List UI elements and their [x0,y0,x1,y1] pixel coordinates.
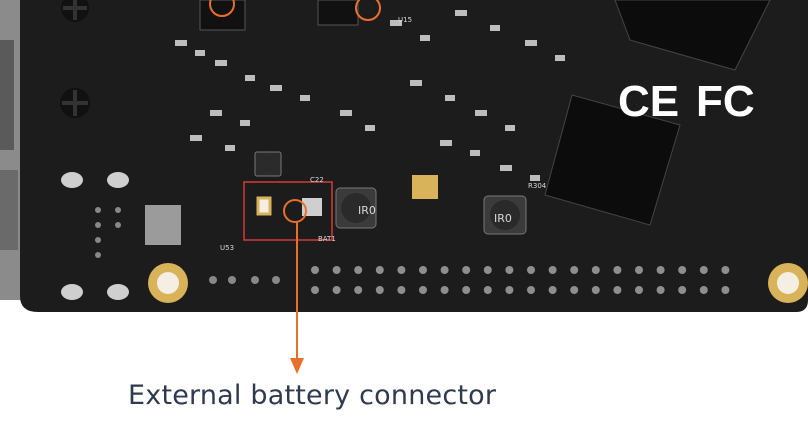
header-pin [635,286,643,294]
header-pin [397,286,406,294]
screw-middle [60,88,90,118]
header-pin [311,266,319,274]
header-pin [678,266,687,274]
header-pin [570,286,579,294]
ref-u53-label: U53 [220,244,234,252]
battery-connector-marker [283,199,307,223]
header-pin [721,286,730,294]
header-pin [699,286,708,294]
header-pin [440,286,449,294]
header-pin [354,286,363,294]
battery-connector-pad [256,196,272,216]
header-pin [656,266,665,274]
memory-chip-top [614,0,771,71]
header-pin [419,266,427,274]
callout-arrowhead [290,358,304,374]
header-pin [613,286,622,294]
header-pin [462,266,471,274]
header-pin [483,286,492,294]
header-pin [678,286,687,294]
header-pin [375,286,384,294]
header-pin [613,266,622,274]
component-cluster [145,10,565,245]
fc-mark: FC [696,77,755,126]
mounting-hole-left [148,263,188,303]
battery-connector-highlight-box [243,181,333,241]
header-pin [570,266,579,274]
inductor-left [335,187,377,229]
header-pin [505,286,514,294]
header-pin [397,266,406,274]
header-pin [699,266,708,274]
inductor-right [483,195,527,235]
header-pin [548,286,557,294]
header-pin [440,266,449,274]
ref-bat-label: BAT1 [318,235,336,243]
header-pin [548,266,557,274]
mounting-hole-right [768,263,808,303]
header-pin [483,266,492,274]
header-pin [419,286,427,294]
screw-top [61,0,89,22]
header-pin [656,286,665,294]
pin-header [311,266,730,294]
ref-r304-label: R304 [528,182,547,190]
header-pin [635,266,643,274]
header-pin [591,266,600,274]
header-pin [375,266,384,274]
ref-u15-label: U15 [398,16,412,24]
header-pin [527,286,535,294]
header-pin [332,266,341,274]
header-pin [332,286,341,294]
header-pin [721,266,730,274]
inductor-left-label: IR0 [358,204,376,217]
header-pin [311,286,319,294]
header-pin [462,286,471,294]
memory-chip-bottom [544,94,681,226]
ref-c22-label: C22 [310,176,324,184]
header-pin [527,266,535,274]
header-pin [505,266,514,274]
header-pin [354,266,363,274]
caption-text: External battery connector [128,380,497,411]
ce-mark: CE [618,77,679,126]
pcb-board [20,0,808,312]
header-pin [591,286,600,294]
inductor-right-label: IR0 [494,212,512,225]
